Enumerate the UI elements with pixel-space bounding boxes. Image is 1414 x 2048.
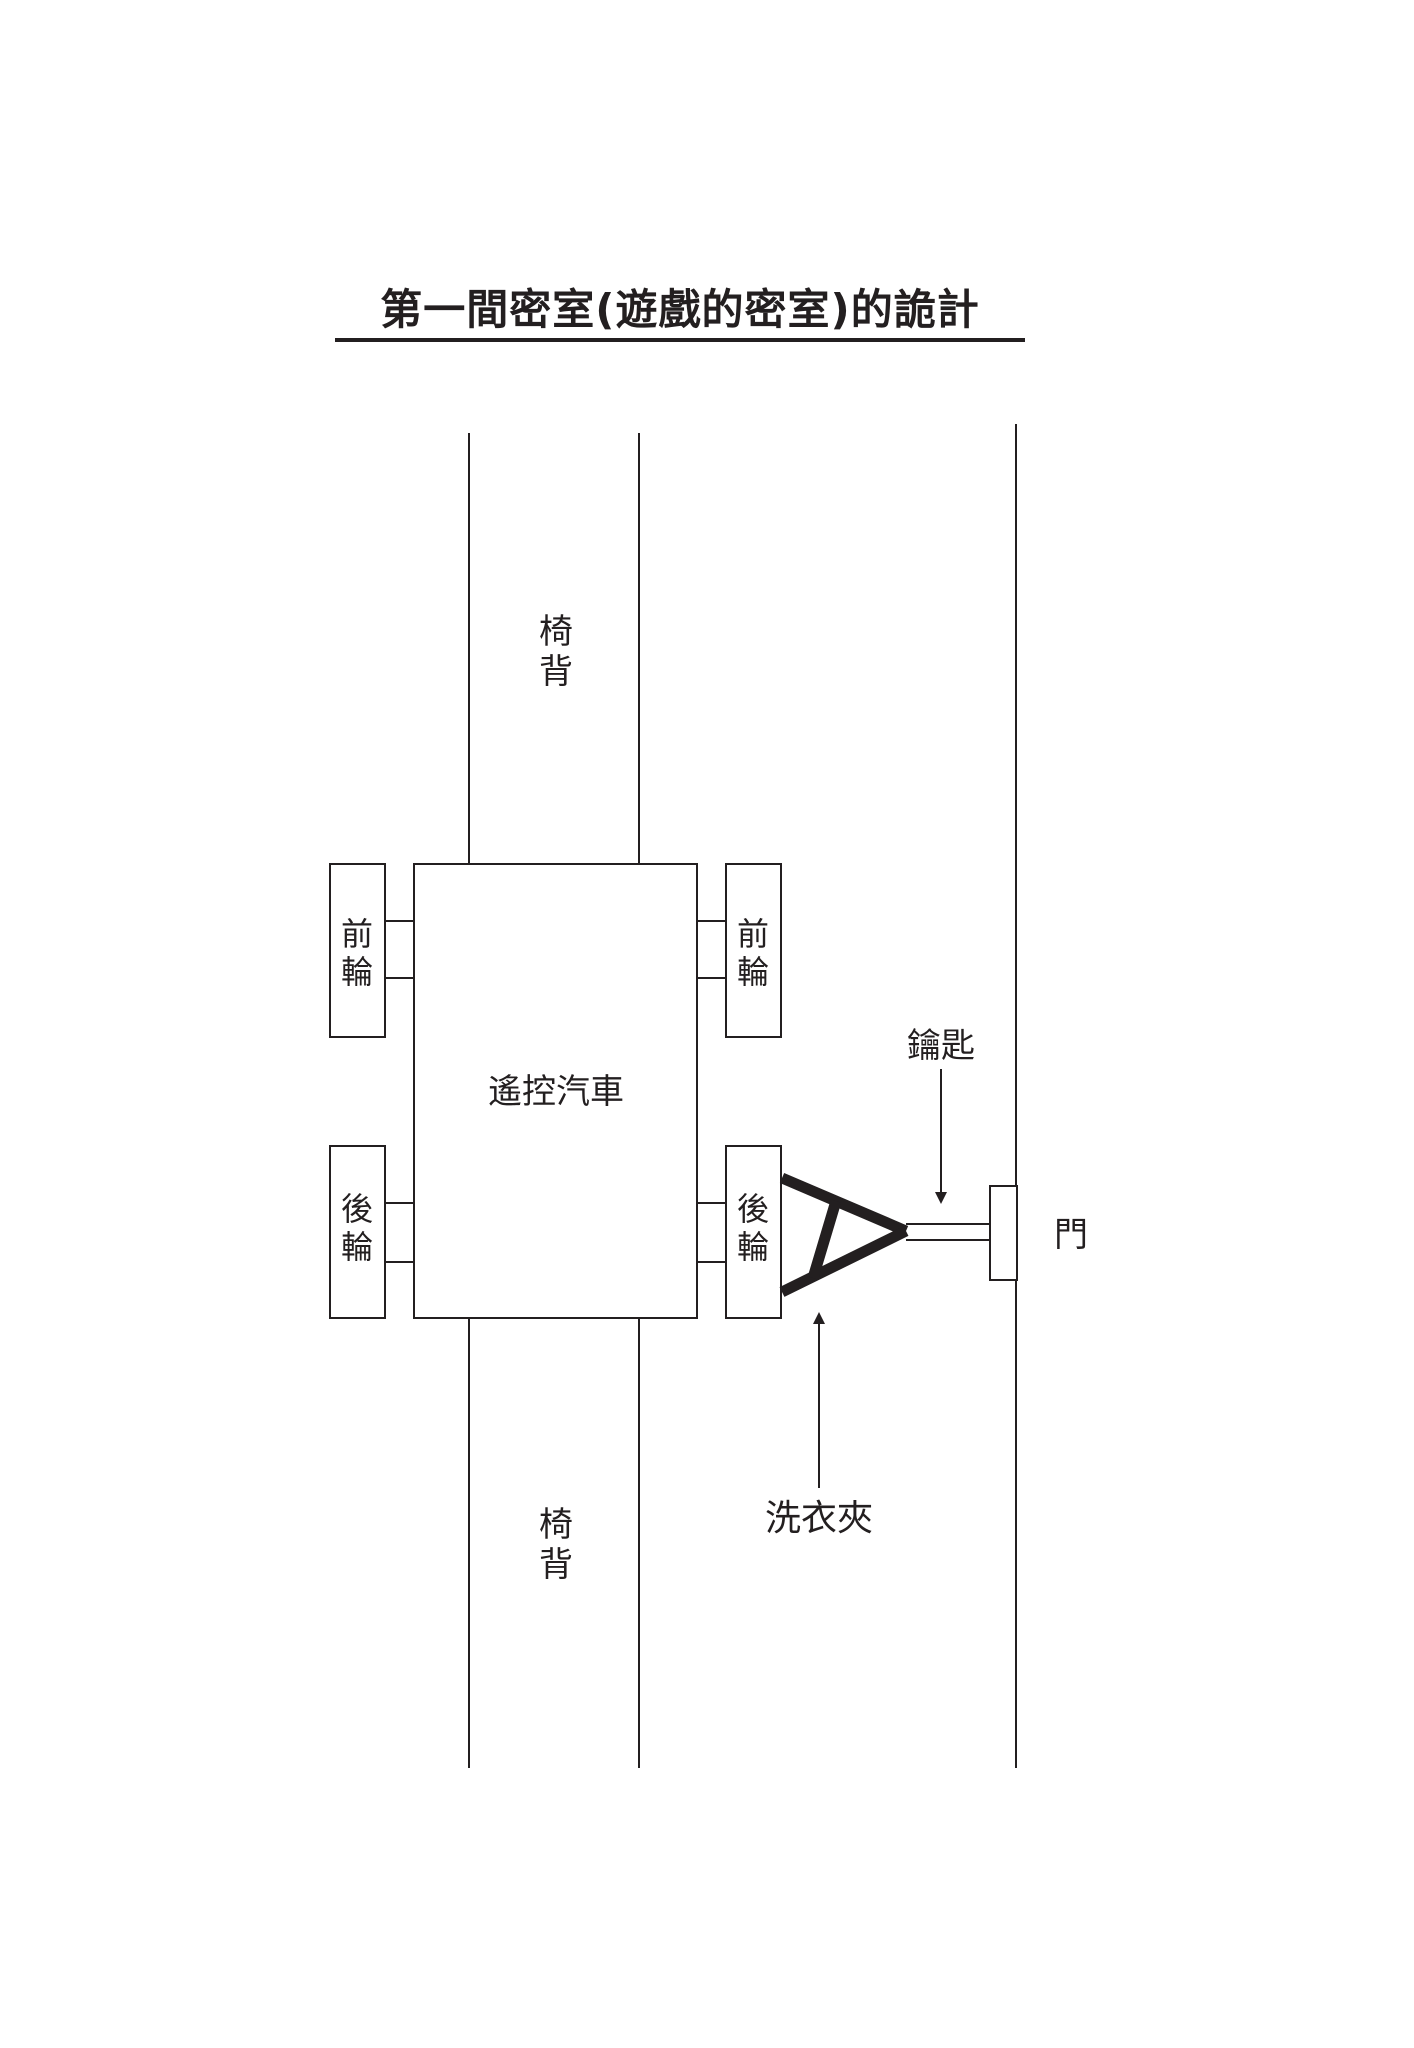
key-label: 鑰匙 [907,1026,975,1066]
seat-back-top-label-2: 背 [539,652,573,692]
front-wheel-right-label-1: 前 [737,915,769,953]
front-wheel-right-label-2: 輪 [737,953,769,991]
rear-wheel-right-label-1: 後 [737,1190,769,1228]
diagram-title: 第一間密室(遊戲的密室)的詭計 [380,285,980,334]
seat-back-top-label-1: 椅 [539,612,573,652]
axles [385,920,726,1263]
front-wheel-left [329,863,386,1038]
seat-back-bottom-label-2: 背 [539,1545,573,1585]
seat-back-bottom-label-1: 椅 [539,1505,573,1545]
rear-wheel-left-label-2: 輪 [341,1228,373,1266]
front-wheel-right [725,863,782,1038]
door-lock-plate [989,1185,1018,1281]
rear-wheel-left-label-1: 後 [341,1190,373,1228]
clothespin-shape [779,1172,909,1297]
key-shaft [906,1223,990,1241]
rear-wheel-right-label-2: 輪 [737,1228,769,1266]
rear-wheel-right [725,1145,782,1319]
clothespin-label: 洗衣夾 [765,1498,873,1539]
door-label: 門 [1054,1215,1088,1255]
car-label: 遙控汽車 [488,1072,624,1112]
car-body [413,863,698,1319]
rear-wheel-left [329,1145,386,1319]
front-wheel-left-label-1: 前 [341,915,373,953]
front-wheel-left-label-2: 輪 [341,953,373,991]
